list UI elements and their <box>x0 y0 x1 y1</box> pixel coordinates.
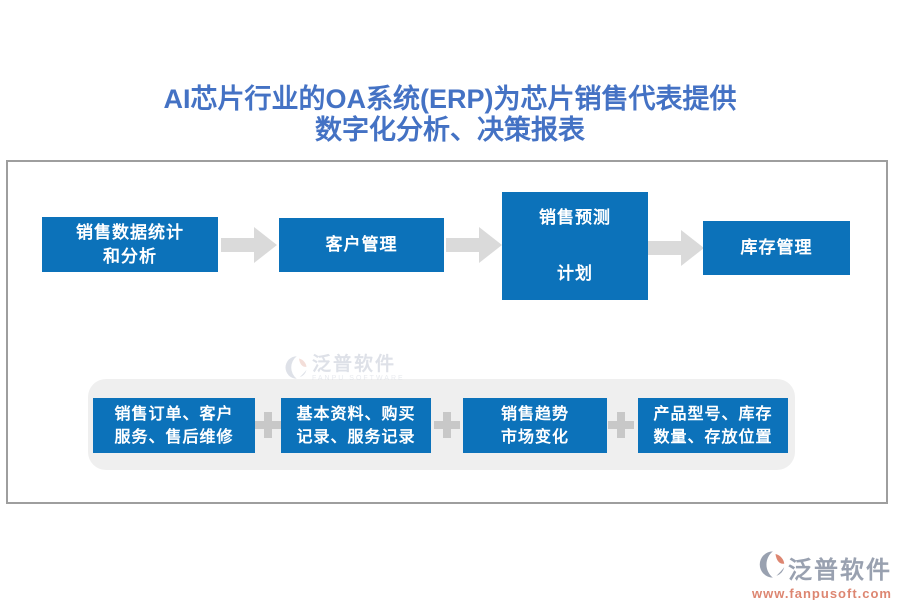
flow-step-inventory-management: 库存管理 <box>703 221 850 275</box>
detail-label: 基本资料、购买 <box>296 405 416 423</box>
footer-logo-url: www.fanpusoft.com <box>751 586 892 600</box>
flow-step-label: 客户管理 <box>325 235 398 254</box>
flow-step-label: 库存管理 <box>740 238 813 257</box>
flow-step-label: 销售数据统计 <box>76 222 184 242</box>
plus-icon <box>255 412 281 438</box>
watermark-name: 泛普软件 <box>312 354 397 375</box>
detail-label: 市场变化 <box>500 428 569 446</box>
flow-step-customer-management: 客户管理 <box>279 218 444 272</box>
right-arrow-icon <box>648 230 704 266</box>
detail-box-records: 基本资料、购买 记录、服务记录 <box>281 398 431 453</box>
detail-label: 销售趋势 <box>500 405 569 423</box>
detail-label: 销售订单、客户 <box>114 405 234 423</box>
detail-box-trends: 销售趋势 市场变化 <box>463 398 607 453</box>
flow-step-sales-data-analysis: 销售数据统计 和分析 <box>42 217 218 272</box>
page-title: AI芯片行业的OA系统(ERP)为芯片销售代表提供 数字化分析、决策报表 <box>0 84 900 146</box>
plus-icon <box>608 412 634 438</box>
detail-box-orders-service: 销售订单、客户 服务、售后维修 <box>93 398 255 453</box>
detail-label: 记录、服务记录 <box>296 428 416 446</box>
flow-step-sales-forecast-plan: 销售预测 计划 <box>502 192 648 300</box>
detail-box-stock-location: 产品型号、库存 数量、存放位置 <box>638 398 788 453</box>
right-arrow-icon <box>221 227 277 263</box>
flow-step-label: 计划 <box>557 264 593 283</box>
fanpu-logo-icon <box>758 549 786 585</box>
watermark: 泛普软件 FANPU SOFTWARE <box>284 354 405 386</box>
page-title-line2: 数字化分析、决策报表 <box>315 115 585 145</box>
watermark-subtitle: FANPU SOFTWARE <box>312 375 405 382</box>
footer-logo-name: 泛普软件 <box>788 556 892 584</box>
fanpu-logo-icon <box>284 354 308 386</box>
plus-icon <box>434 412 460 438</box>
detail-label: 数量、存放位置 <box>653 428 773 446</box>
flow-step-label: 销售预测 <box>539 208 611 227</box>
right-arrow-icon <box>446 227 502 263</box>
detail-label: 产品型号、库存 <box>653 405 773 423</box>
flow-step-label: 和分析 <box>103 246 157 266</box>
page-title-line1: AI芯片行业的OA系统(ERP)为芯片销售代表提供 <box>163 84 737 114</box>
footer-logo: 泛普软件 www.fanpusoft.com <box>752 549 892 600</box>
detail-label: 服务、售后维修 <box>114 428 234 446</box>
